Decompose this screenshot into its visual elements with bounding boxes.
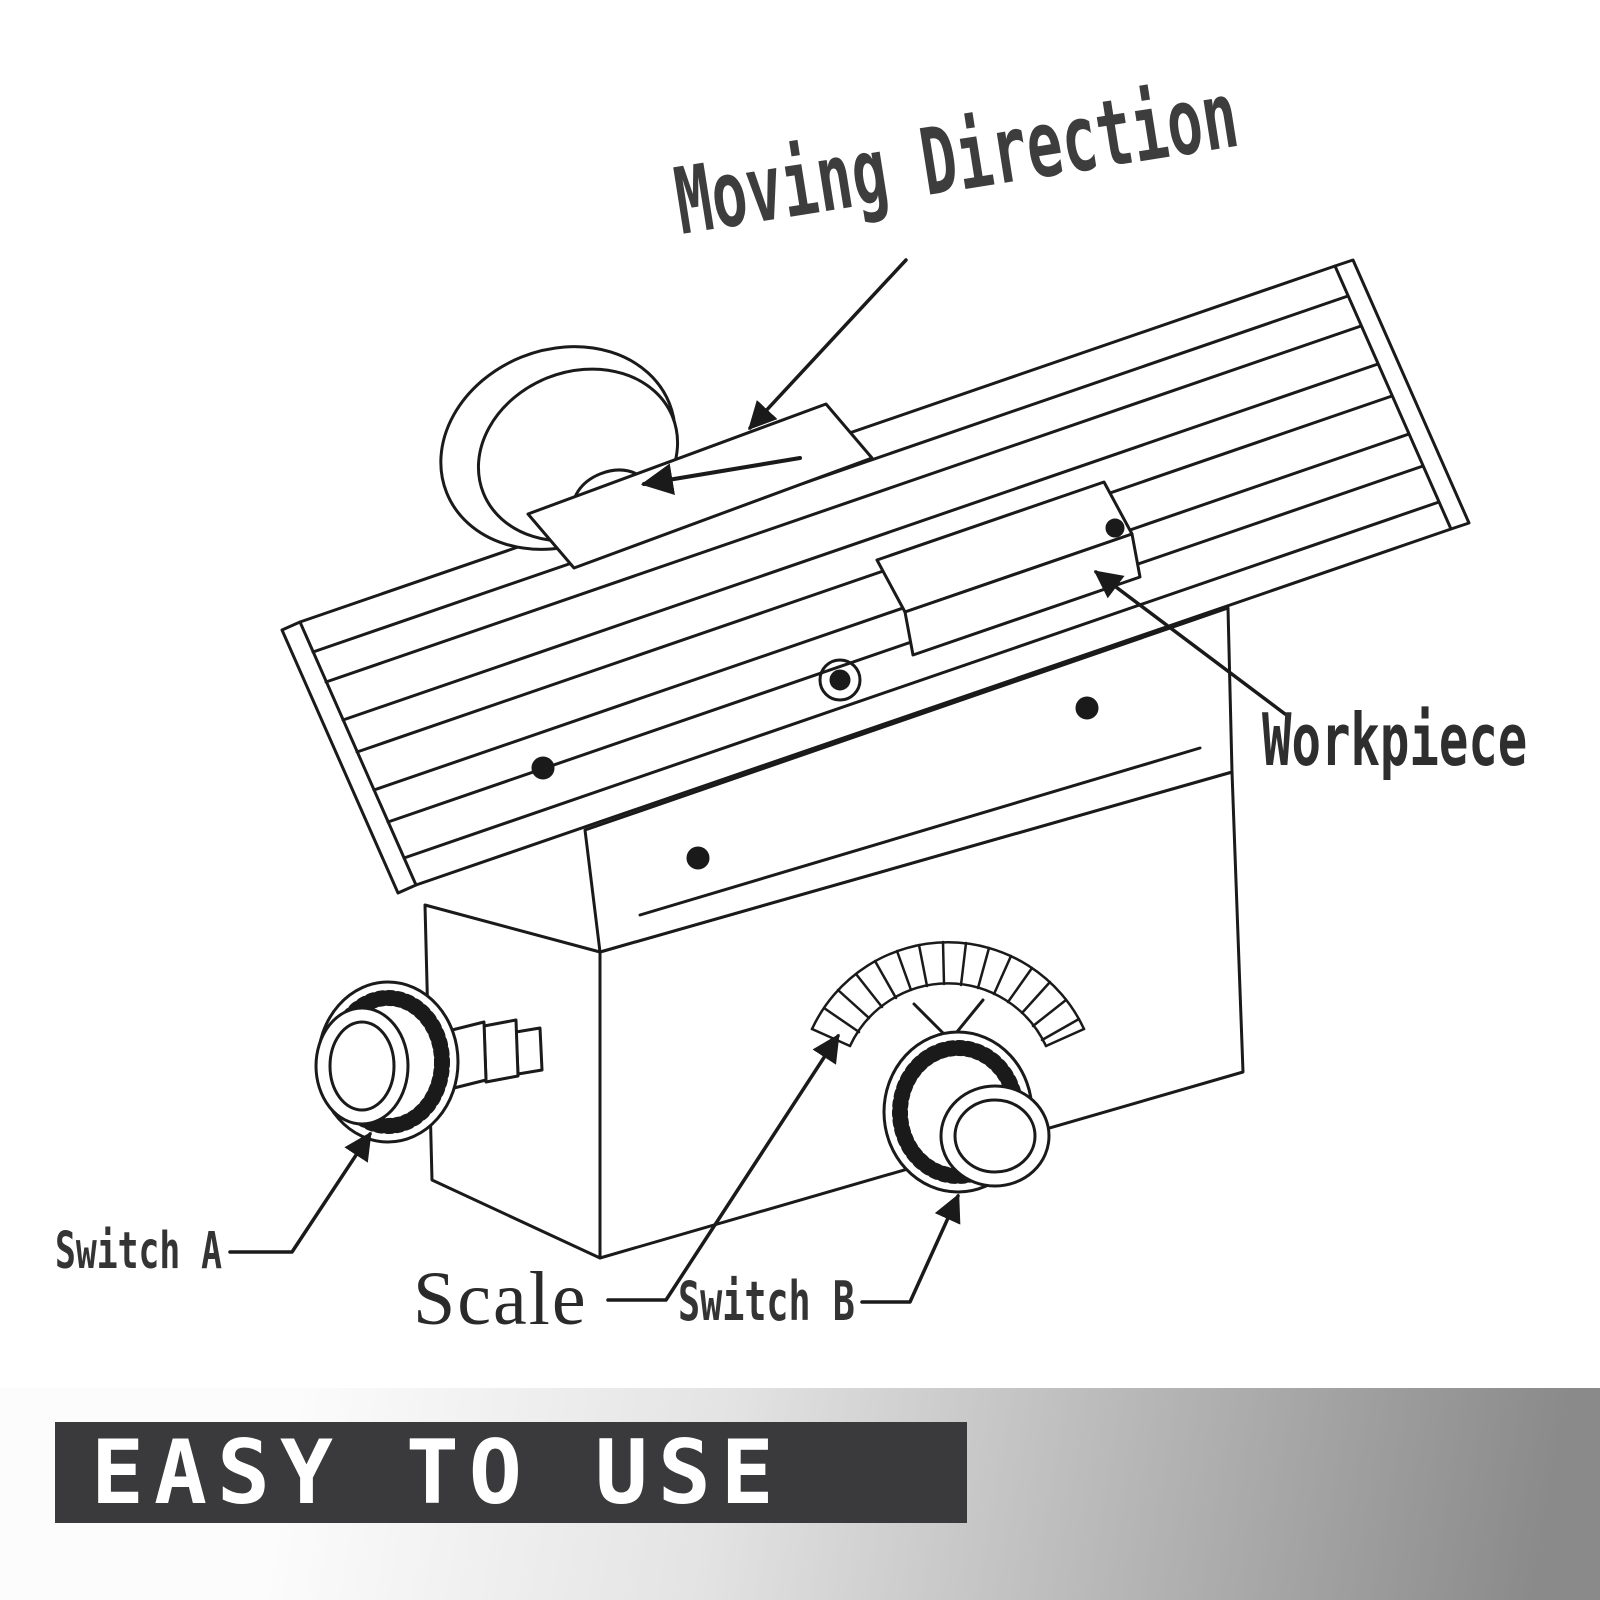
switch-b-arrow [860, 1193, 961, 1304]
workpiece-arrow [1093, 570, 1287, 716]
banner-text: EASY TO USE [91, 1421, 784, 1524]
worktable-rail [280, 258, 1471, 895]
banner: EASY TO USE [55, 1421, 967, 1524]
label-scale: Scale [413, 1257, 588, 1341]
base-body [423, 770, 1245, 1260]
switch-b-knob [882, 1030, 1051, 1194]
label-workpiece: Workpiece [1262, 698, 1528, 782]
switch-a-arrow [228, 1131, 372, 1254]
scale-arrow [606, 1033, 840, 1302]
carriage-plate [526, 402, 874, 570]
moving-direction-arrow [640, 258, 908, 496]
scale-dial [810, 940, 1086, 1048]
workpiece-block [875, 480, 1142, 657]
switch-a-knob [314, 980, 544, 1144]
label-switch-a: Switch A [55, 1222, 223, 1281]
label-switch-b: Switch B [678, 1270, 855, 1333]
cross-slide [583, 606, 1234, 954]
